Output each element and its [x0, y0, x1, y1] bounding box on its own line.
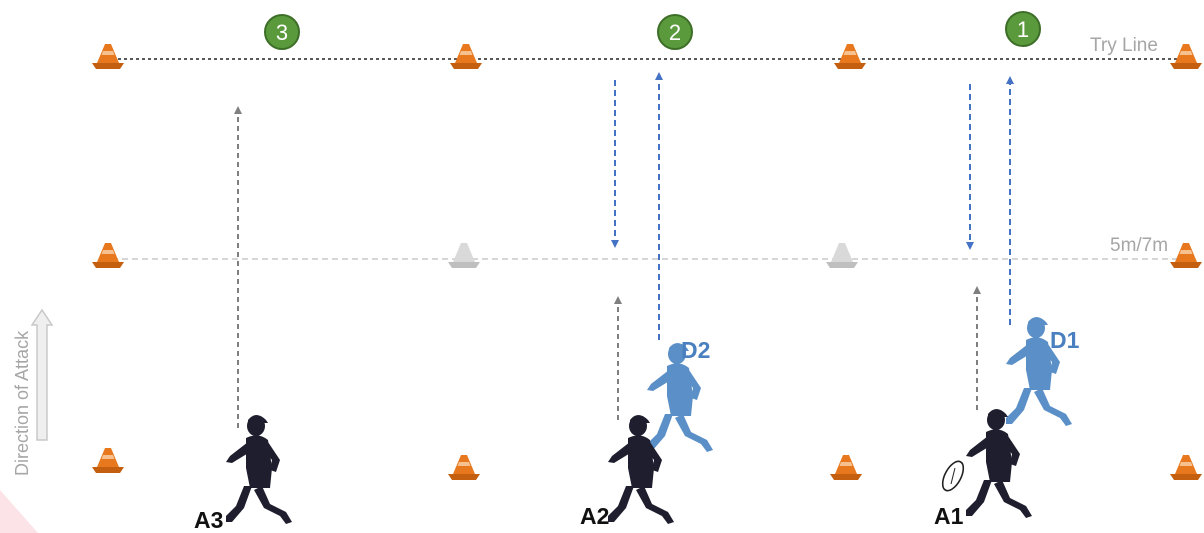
corner-accent	[0, 490, 38, 533]
direction-of-attack-label: Direction of Attack	[12, 330, 32, 476]
cone-icon	[1170, 455, 1202, 480]
rugby-ball-icon	[937, 457, 969, 495]
cone-icon	[448, 455, 480, 480]
channel-badge: 2	[657, 14, 693, 50]
attacker-label: A3	[194, 507, 223, 533]
channel-number: 3	[276, 20, 288, 45]
channel-badge: 3	[264, 14, 300, 50]
channel-badge: 1	[1005, 11, 1041, 47]
cone-icon	[92, 243, 124, 268]
cone-icon	[834, 44, 866, 69]
defender-label: D2	[681, 337, 710, 363]
defender-label: D1	[1050, 327, 1080, 353]
cone-icon	[448, 243, 480, 268]
attacker-label: A1	[934, 503, 964, 529]
channel-number: 1	[1017, 17, 1029, 42]
cone-icon	[826, 243, 858, 268]
cone-icon	[450, 44, 482, 69]
attacker-runner-icon	[966, 409, 1032, 518]
cone-icon	[1170, 44, 1202, 69]
channel-number: 2	[669, 20, 681, 45]
cone-icon	[92, 44, 124, 69]
five-seven-label: 5m/7m	[1110, 235, 1168, 256]
try-line-label: Try Line	[1090, 35, 1158, 56]
attacker-runner-icon	[226, 415, 292, 524]
cone-icon	[92, 448, 124, 473]
cone-icon	[830, 455, 862, 480]
attacker-label: A2	[580, 503, 609, 529]
cone-icon	[1170, 243, 1202, 268]
direction-arrow-icon	[30, 308, 54, 441]
